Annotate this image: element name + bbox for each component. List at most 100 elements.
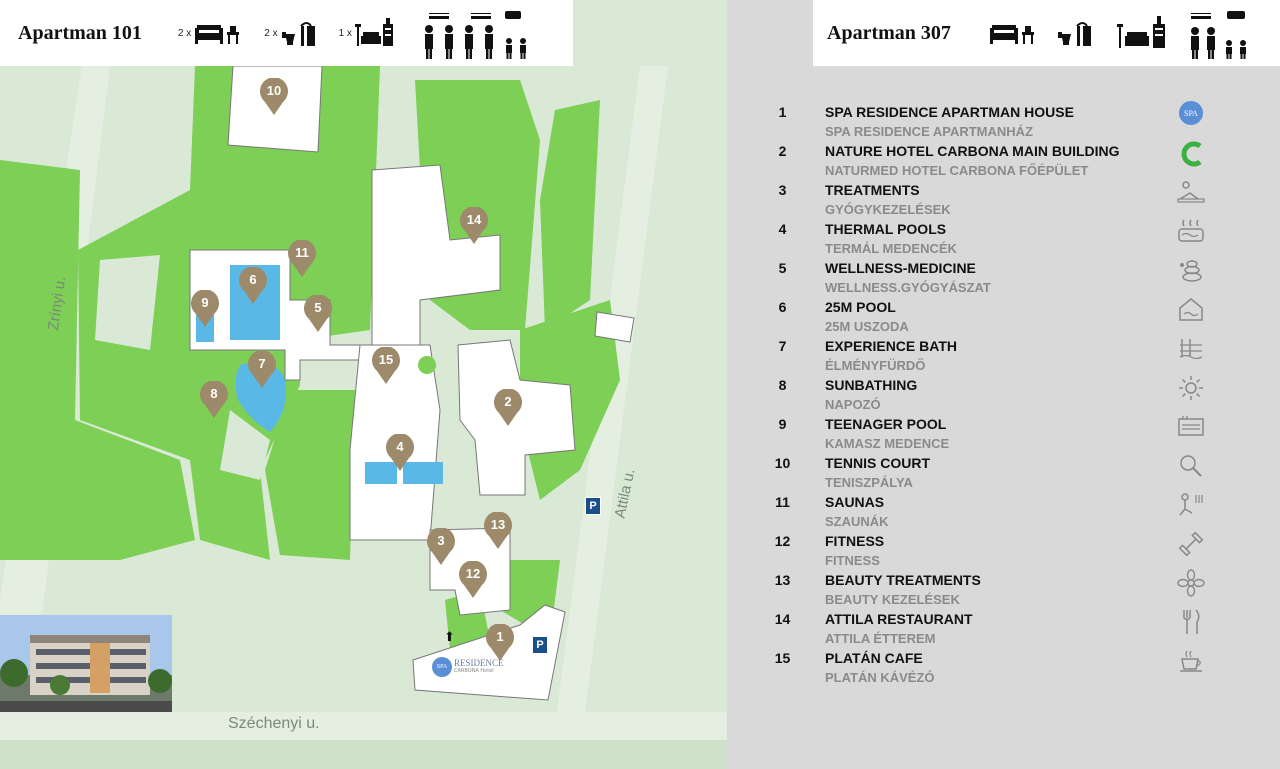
legend-title: 25M POOL — [825, 299, 896, 315]
legend-item[interactable]: 5 WELLNESS-MEDICINE WELLNESS.GYÓGYÁSZAT — [760, 257, 1230, 296]
legend-item[interactable]: 15 PLATÁN CAFE PLATÁN KÁVÉZÓ — [760, 647, 1230, 686]
map-pin-8[interactable]: 8 — [199, 380, 229, 419]
legend-number: 6 — [778, 299, 787, 315]
apartment-header-left: Apartman 101 2 x 2 x 1 x — [0, 0, 573, 66]
map-pin-13[interactable]: 13 — [483, 511, 513, 550]
parking-sign-residence: P — [532, 636, 548, 654]
map-pin-2[interactable]: 2 — [493, 388, 523, 427]
legend-item[interactable]: 1 SPA RESIDENCE APARTMAN HOUSE SPA RESID… — [760, 101, 1230, 140]
legend-subtitle: BEAUTY KEZELÉSEK — [825, 592, 960, 607]
legend-number: 13 — [774, 572, 791, 588]
legend-number: 1 — [778, 104, 787, 120]
street-label-szechenyi: Széchenyi u. — [228, 715, 320, 732]
entrance-arrow-icon: ⬆ — [444, 630, 455, 645]
spa-logo-badge: SPA — [432, 657, 452, 677]
legend-subtitle: TERMÁL MEDENCÉK — [825, 241, 957, 256]
legend-subtitle: NATURMED HOTEL CARBONA FŐÉPÜLET — [825, 163, 1089, 178]
parking-sign-east: P — [585, 497, 601, 515]
cutlery-icon — [1183, 609, 1200, 634]
legend-subtitle: GYÓGYKEZELÉSEK — [825, 202, 951, 217]
legend-title: SPA RESIDENCE APARTMAN HOUSE — [825, 104, 1074, 120]
bed-count: 2 x — [177, 27, 192, 39]
legend-number: 4 — [778, 221, 787, 237]
legend-number: 2 — [778, 143, 787, 159]
legend-subtitle: PLATÁN KÁVÉZÓ — [825, 670, 935, 685]
legend-number: 10 — [774, 455, 791, 471]
spa-residence-logo-sub: CARBONA Hotel — [454, 668, 494, 674]
legend-subtitle: WELLNESS.GYÓGYÁSZAT — [825, 280, 991, 295]
legend-item[interactable]: 6 25M POOL 25M USZODA — [760, 296, 1230, 335]
legend-subtitle: ATTILA ÉTTEREM — [825, 631, 936, 646]
living-count: 1 x — [338, 27, 352, 39]
map-pin-1[interactable]: 1 — [485, 623, 515, 662]
szechenyi-street — [0, 712, 727, 740]
carbona-logo-icon — [1181, 141, 1202, 167]
legend-number: 3 — [778, 182, 787, 198]
legend-subtitle: SZAUNÁK — [825, 514, 889, 529]
wellness-icon — [1180, 260, 1202, 282]
flower-icon — [1177, 569, 1205, 597]
map-pin-7[interactable]: 7 — [247, 350, 277, 389]
map-pin-4[interactable]: 4 — [385, 433, 415, 472]
legend-item[interactable]: 12 FITNESS FITNESS — [760, 530, 1230, 569]
map-pin-6[interactable]: 6 — [238, 266, 268, 305]
hotel-carbona-building — [457, 339, 576, 496]
legend-item[interactable]: 4 THERMAL POOLS TERMÁL MEDENCÉK — [760, 218, 1230, 257]
map-pin-5[interactable]: 5 — [303, 294, 333, 333]
apartment-title-307: Apartman 307 — [827, 21, 951, 44]
experience-bath-pool — [235, 362, 286, 432]
legend-subtitle: TENISZPÁLYA — [825, 475, 913, 490]
map-pin-15[interactable]: 15 — [371, 346, 401, 385]
thermal-pool-icon — [1178, 219, 1204, 242]
legend-item[interactable]: 10 TENNIS COURT TENISZPÁLYA — [760, 452, 1230, 491]
map-pin-12[interactable]: 12 — [458, 560, 488, 599]
legend-item[interactable]: 9 TEENAGER POOL KAMASZ MEDENCE — [760, 413, 1230, 452]
bath-count: 2 x — [264, 27, 278, 39]
tennis-icon — [1180, 455, 1202, 477]
toilet-shower-icon — [281, 20, 315, 46]
legend-title: TREATMENTS — [825, 182, 920, 198]
legend-title: BEAUTY TREATMENTS — [825, 572, 981, 588]
map-pin-11[interactable]: 11 — [287, 239, 317, 278]
toilet-shower-icon — [1057, 20, 1091, 46]
legend-title: TEENAGER POOL — [825, 416, 947, 432]
experience-bath-icon — [1179, 339, 1203, 360]
map-pin-9[interactable]: 9 — [190, 289, 220, 328]
legend-subtitle: ÉLMÉNYFÜRDŐ — [825, 358, 926, 373]
legend-title: THERMAL POOLS — [825, 221, 947, 237]
legend-item[interactable]: 11 SAUNAS SZAUNÁK — [760, 491, 1230, 530]
spa-residence-building — [412, 604, 566, 701]
site-map[interactable]: Zrínyi u. Attila u. Széchenyi u. P P ⬆ S… — [0, 0, 727, 769]
legend-subtitle: KAMASZ MEDENCE — [825, 436, 950, 451]
legend-title: SUNBATHING — [825, 377, 918, 393]
map-pin-10[interactable]: 10 — [259, 77, 289, 116]
apartment-title-101: Apartman 101 — [18, 21, 142, 44]
legend-number: 9 — [778, 416, 787, 432]
indoor-pool-icon — [1179, 298, 1203, 321]
occupancy-icon — [1189, 5, 1251, 61]
park-far-west — [0, 160, 195, 560]
legend-item[interactable]: 3 TREATMENTS GYÓGYKEZELÉSEK — [760, 179, 1230, 218]
legend-item[interactable]: 7 EXPERIENCE BATH ÉLMÉNYFÜRDŐ — [760, 335, 1230, 374]
legend-number: 7 — [778, 338, 787, 354]
legend-subtitle: 25M USZODA — [825, 319, 909, 334]
legend-number: 12 — [774, 533, 791, 549]
legend-item[interactable]: 8 SUNBATHING NAPOZÓ — [760, 374, 1230, 413]
legend-subtitle: SPA RESIDENCE APARTMANHÁZ — [825, 124, 1034, 139]
legend-number: 5 — [778, 260, 787, 276]
map-pin-14[interactable]: 14 — [459, 206, 489, 245]
sauna-icon — [1179, 493, 1203, 516]
bed-icon — [194, 22, 240, 44]
legend-item[interactable]: 2 NATURE HOTEL CARBONA MAIN BUILDING NAT… — [760, 140, 1230, 179]
legend-item[interactable]: 14 ATTILA RESTAURANT ATTILA ÉTTEREM — [760, 608, 1230, 647]
teen-pool-icon — [1178, 416, 1204, 436]
coffee-icon — [1180, 650, 1202, 672]
legend-title: FITNESS — [825, 533, 885, 549]
legend-item[interactable]: 13 BEAUTY TREATMENTS BEAUTY KEZELÉSEK — [760, 569, 1230, 608]
thermal-pool-b — [403, 462, 443, 484]
legend-title: NATURE HOTEL CARBONA MAIN BUILDING — [825, 143, 1120, 159]
legend-title: TENNIS COURT — [825, 455, 930, 471]
legend-title: SAUNAS — [825, 494, 885, 510]
map-pin-3[interactable]: 3 — [426, 527, 456, 566]
living-room-icon — [354, 18, 395, 48]
